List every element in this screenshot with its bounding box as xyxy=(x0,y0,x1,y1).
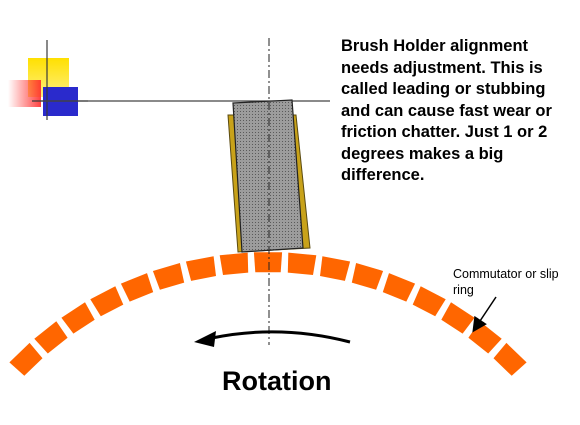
pointer-arrow-icon xyxy=(472,296,497,333)
rotation-arrow-icon xyxy=(194,330,351,347)
commutator-segment xyxy=(90,286,124,317)
commutator-segment xyxy=(34,321,68,354)
commutator-segment xyxy=(61,302,95,334)
commutator-segment xyxy=(412,286,446,317)
commutator-segment xyxy=(253,252,283,273)
commutator-segment xyxy=(320,256,351,281)
rotation-label: Rotation xyxy=(222,366,332,396)
commutator-label: Commutator or slip ring xyxy=(453,267,559,297)
carbon-brush xyxy=(232,99,304,253)
commutator-segment xyxy=(9,342,43,376)
commutator-segment xyxy=(468,321,502,354)
commutator-segment xyxy=(120,273,154,302)
commutator-segment xyxy=(185,256,216,281)
commutator-segment xyxy=(219,252,249,275)
description-text: Brush Holder alignment needs adjustment.… xyxy=(341,37,552,184)
commutator-segment xyxy=(441,302,475,334)
commutator-segment xyxy=(382,273,416,302)
logo-squares-icon xyxy=(8,40,88,120)
commutator-segments xyxy=(9,252,527,376)
commutator-segment xyxy=(493,342,527,376)
commutator-segment xyxy=(287,252,317,275)
commutator-segment xyxy=(152,263,185,290)
commutator-segment xyxy=(351,263,384,290)
